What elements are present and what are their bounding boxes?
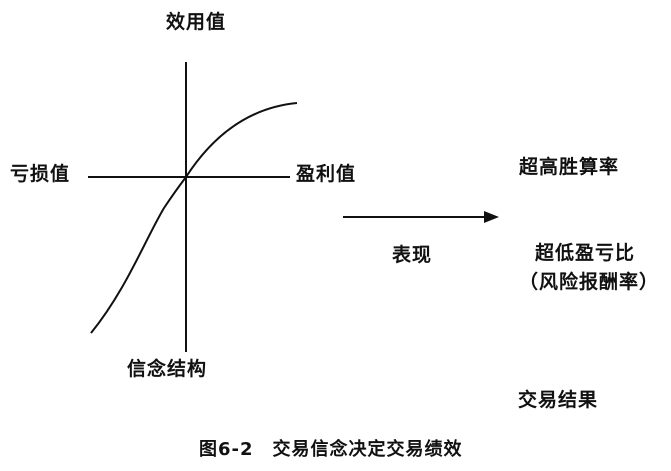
arrow-head-icon — [484, 211, 499, 223]
outcome-risk-reward: （风险报酬率） — [519, 271, 660, 293]
x-axis-right-label: 盈利值 — [296, 163, 357, 185]
x-axis-left-label: 亏损值 — [10, 163, 71, 185]
outcome-win-rate: 超高胜算率 — [519, 156, 620, 178]
figure-caption: 图6-2 交易信念决定交易绩效 — [199, 439, 463, 460]
outcome-pl-ratio: 超低盈亏比 — [535, 242, 636, 264]
arrow-label: 表现 — [392, 244, 433, 266]
belief-structure-label: 信念结构 — [127, 358, 208, 380]
y-axis-label: 效用值 — [166, 11, 227, 33]
utility-curve — [90, 102, 298, 334]
outcome-result: 交易结果 — [518, 389, 599, 411]
